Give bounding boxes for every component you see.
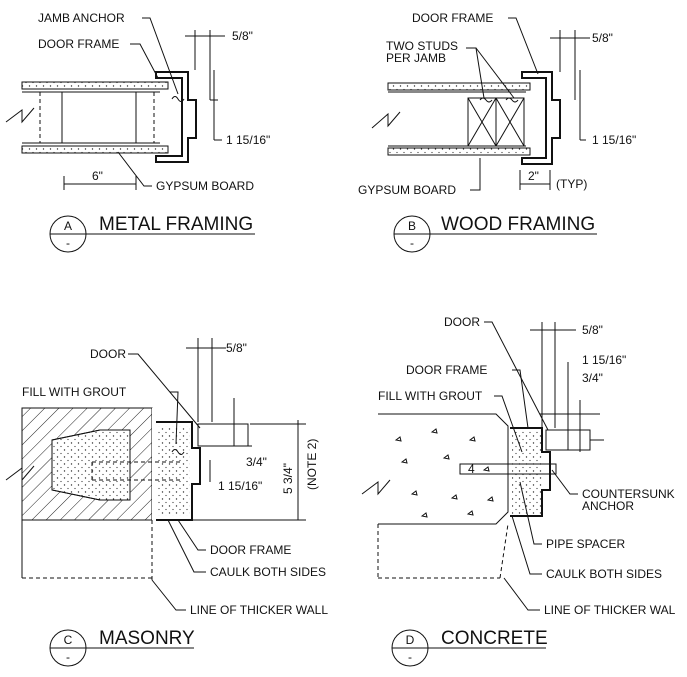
label-fill-with-grout: FILL WITH GROUT — [378, 389, 483, 403]
sheet-reference: - — [66, 236, 70, 250]
detail-d-concrete: 4 DOOR 5/8" 1 15/16" DOOR FRAME 3/4" FIL… — [361, 315, 676, 667]
gypsum-board-top — [387, 82, 531, 91]
dim-1-15-16: 1 15/16" — [218, 479, 262, 493]
dim-1-15-16: 1 15/16" — [582, 353, 626, 367]
label-anchor: ANCHOR — [582, 499, 634, 513]
pipe-spacer — [459, 463, 557, 475]
detail-a-metal-framing: JAMB ANCHOR DOOR FRAME 5/8" 1 15/16" 6" … — [5, 11, 270, 253]
sheet-reference: - — [66, 650, 70, 664]
label-jamb-anchor: JAMB ANCHOR — [38, 11, 125, 25]
dim-3-4: 3/4" — [246, 455, 267, 469]
label-gypsum-board: GYPSUM BOARD — [358, 183, 456, 197]
label-caulk-both-sides: CAULK BOTH SIDES — [546, 567, 662, 581]
dim-1-15-16: 1 15/16" — [592, 133, 636, 147]
label-line-of-thicker-wall: LINE OF THICKER WAL — [544, 603, 676, 617]
label-gypsum-board: GYPSUM BOARD — [156, 179, 254, 193]
door-frame-profile — [156, 421, 201, 521]
detail-title: METAL FRAMING — [99, 214, 253, 235]
door-leaf — [197, 423, 249, 447]
detail-letter: C — [64, 633, 73, 647]
label-door-frame: DOOR FRAME — [38, 37, 119, 51]
label-door-frame: DOOR FRAME — [210, 543, 291, 557]
concrete-wall — [378, 413, 509, 525]
label-countersunk: COUNTERSUNK — [582, 487, 675, 501]
door-frame-profile — [155, 71, 197, 163]
detail-letter: B — [408, 219, 416, 233]
label-line-of-thicker-wall: LINE OF THICKER WALL — [190, 603, 328, 617]
label-two-studs: TWO STUDS — [386, 39, 458, 53]
dim-5-8: 5/8" — [226, 341, 247, 355]
dim-2: 2" — [528, 169, 539, 183]
gypsum-board-bottom — [21, 145, 169, 154]
label-door-frame: DOOR FRAME — [412, 11, 493, 25]
label-pipe-spacer: PIPE SPACER — [546, 537, 625, 551]
door-frame-profile — [521, 71, 561, 165]
pipe-spacer-tag: 4 — [468, 462, 475, 476]
label-per-jamb: PER JAMB — [386, 51, 446, 65]
grout-anchor-symbol — [171, 449, 185, 455]
gypsum-board-top — [21, 81, 169, 90]
detail-c-masonry: DOOR 5/8" FILL WITH GROUT 3/4" 1 15/16" … — [5, 338, 328, 667]
label-door-frame: DOOR FRAME — [406, 363, 487, 377]
sheet-reference: - — [410, 236, 414, 250]
detail-title: MASONRY — [99, 628, 195, 649]
label-fill-with-grout: FILL WITH GROUT — [22, 385, 127, 399]
label-door: DOOR — [444, 315, 480, 329]
detail-letter: A — [64, 219, 72, 233]
detail-letter: D — [406, 633, 415, 647]
detail-title: WOOD FRAMING — [441, 214, 595, 235]
dim-5-8: 5/8" — [592, 31, 613, 45]
dim-5-3-4: 5 3/4" — [281, 463, 295, 494]
label-typ: (TYP) — [556, 177, 587, 191]
gypsum-board-bottom — [387, 147, 531, 156]
detail-title: CONCRETE — [441, 628, 548, 649]
dim-5-8: 5/8" — [232, 29, 253, 43]
sheet-reference: - — [408, 650, 412, 664]
dim-3-4: 3/4" — [582, 371, 603, 385]
dim-5-8: 5/8" — [582, 323, 603, 337]
detail-b-wood-framing: DOOR FRAME TWO STUDS PER JAMB 5/8" 1 15/… — [358, 11, 636, 253]
label-caulk-both-sides: CAULK BOTH SIDES — [210, 565, 326, 579]
door-frame-profile — [510, 427, 551, 517]
dim-6: 6" — [92, 169, 103, 183]
label-door: DOOR — [90, 347, 126, 361]
dim-1-15-16: 1 15/16" — [226, 133, 270, 147]
jamb-anchor-symbol — [171, 96, 185, 102]
label-note-2: (NOTE 2) — [305, 439, 319, 490]
